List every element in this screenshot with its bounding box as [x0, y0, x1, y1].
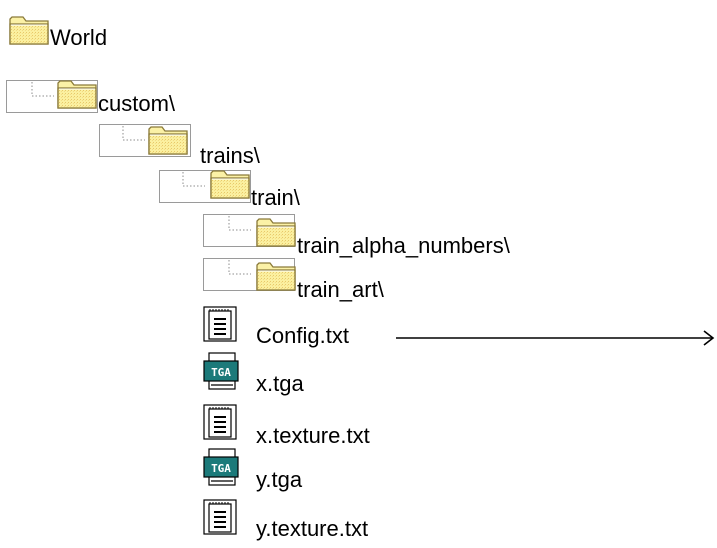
- tree-file-y-texture-txt[interactable]: y.texture.txt: [203, 499, 423, 541]
- text-file-icon: [203, 404, 237, 440]
- tree-node-label: World: [50, 25, 108, 50]
- folder-icon: [8, 14, 50, 46]
- tree-connector-dots: [223, 260, 253, 280]
- tree-file-label: x.tga: [256, 371, 304, 396]
- text-file-icon: [203, 306, 237, 342]
- tree-connector-dots: [117, 126, 147, 146]
- arrow-connector: [396, 330, 715, 346]
- tree-node-label: custom\: [98, 91, 176, 116]
- tree-file-label: y.tga: [256, 467, 303, 492]
- tree-node-world[interactable]: World: [4, 14, 144, 54]
- tree-connector-dots: [223, 216, 253, 236]
- folder-icon: [255, 260, 297, 292]
- folder-icon: [56, 78, 98, 110]
- tree-node-trains[interactable]: trains\: [99, 124, 399, 168]
- tree-file-config-txt[interactable]: Config.txt: [203, 306, 403, 348]
- tree-file-y-tga[interactable]: y.tga: [203, 448, 403, 492]
- tga-file-icon: [203, 352, 239, 390]
- tree-node-label: trains\: [200, 143, 260, 168]
- tree-file-label: x.texture.txt: [256, 423, 370, 448]
- tree-file-x-texture-txt[interactable]: x.texture.txt: [203, 404, 423, 448]
- tree-node-train-art[interactable]: train_art\: [203, 258, 503, 302]
- tree-node-train-alpha-numbers[interactable]: train_alpha_numbers\: [203, 214, 623, 258]
- tree-node-label: train_art\: [297, 277, 384, 302]
- tree-connector-dots: [177, 172, 207, 192]
- tree-node-label: train_alpha_numbers\: [297, 233, 510, 258]
- folder-icon: [209, 168, 251, 200]
- tga-file-icon: [203, 448, 239, 486]
- tree-file-label: y.texture.txt: [256, 516, 369, 541]
- tree-file-label: Config.txt: [256, 323, 349, 348]
- folder-icon: [255, 216, 297, 248]
- tree-node-custom[interactable]: custom\: [6, 80, 306, 120]
- folder-icon: [147, 124, 189, 156]
- tree-file-x-tga[interactable]: x.tga: [203, 352, 403, 396]
- tree-node-train[interactable]: train\: [159, 170, 459, 210]
- text-file-icon: [203, 499, 237, 535]
- tree-node-label: train\: [251, 185, 300, 210]
- tree-connector-dots: [26, 82, 56, 102]
